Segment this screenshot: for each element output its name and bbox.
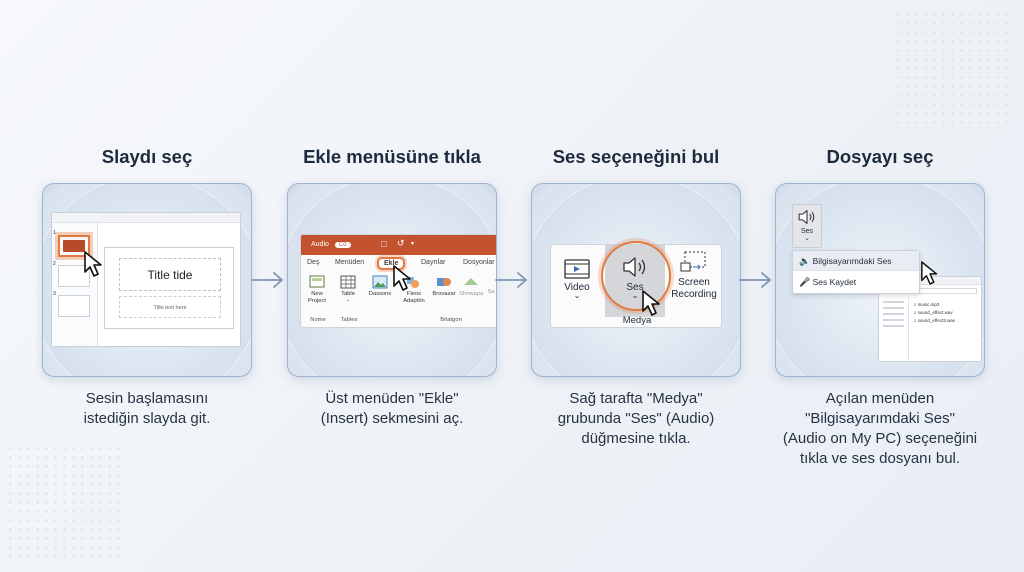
ribbon-body: New Project Table ⌄ Dassons Fleos Adaptö… <box>301 271 496 327</box>
step-description: Sesin başlamasını istediğin slayda git. <box>83 390 211 427</box>
slide-canvas[interactable]: Title tide Title text here <box>104 247 234 329</box>
window-titlebar <box>52 213 240 223</box>
step-panel: 1 2 3 Title tide Title text here <box>42 183 252 377</box>
music-file-icon: ♫ <box>913 302 917 307</box>
thumb-number: 2 <box>53 261 56 267</box>
slide-thumbnail[interactable] <box>58 265 90 287</box>
menu-item-audio-on-pc[interactable]: 🔈 Bilgisayarımdaki Ses <box>793 251 919 271</box>
file-list: ♫ music.mp3 ♫ sound_effect.wav ♫ sound_e… <box>913 301 955 325</box>
slide-thumbnail-selected[interactable] <box>55 232 93 260</box>
tab-files[interactable]: Dosyonlar <box>463 259 495 266</box>
step-panel: Ses ⌄ ♫ music.mp3 ♫ sound_effect.wav ♫ s… <box>775 183 985 377</box>
group-label: Nome <box>310 317 326 323</box>
step-description: Sağ tarafta "Medya" grubunda "Ses" (Audi… <box>557 390 715 447</box>
arrow-right-icon <box>495 272 528 288</box>
video-button[interactable]: Video ⌄ <box>559 259 595 300</box>
music-file-icon: ♫ <box>913 310 917 315</box>
audio-button[interactable]: Ses ⌄ <box>617 255 653 300</box>
tab-design[interactable]: Dayrılar <box>421 259 446 266</box>
step-title: Ekle menüsüne tıkla <box>303 146 481 167</box>
autosave-toggle[interactable]: Co <box>334 242 351 248</box>
slide-subtitle-placeholder[interactable]: Title text here <box>119 296 221 318</box>
menu-item-record-audio[interactable]: 🎤 Ses Kaydet <box>799 277 857 287</box>
slide-thumbnail[interactable] <box>58 295 90 317</box>
step-title: Dosyayı seç <box>826 146 934 167</box>
new-slide-icon <box>309 275 325 288</box>
table-button[interactable]: Table ⌄ <box>337 275 359 303</box>
slide-editor-window: 1 2 3 Title tide Title text here <box>51 212 241 347</box>
mouse-cursor-icon <box>393 265 411 291</box>
speaker-icon <box>623 257 646 277</box>
group-label: Tables <box>340 317 358 323</box>
shapes-icon <box>407 277 419 288</box>
step-panel: Audio Co □ ↺ ▾ Deş Menüden Ekle Dayrılar… <box>287 183 497 377</box>
step-title: Ses seçeneğini bul <box>552 146 720 167</box>
arrow-right-icon <box>739 272 772 288</box>
thumb-number: 1 <box>53 230 56 236</box>
video-icon <box>564 259 590 279</box>
tab-insert[interactable]: Ekle <box>377 257 406 270</box>
audio-dropdown-menu: 🔈 Bilgisayarımdaki Ses 🎤 Ses Kaydet <box>792 250 920 294</box>
shapes-button[interactable]: Fleos Adaptön <box>399 275 427 305</box>
smartart-button[interactable]: Showapa <box>459 275 483 297</box>
smartart-icon <box>464 278 478 285</box>
tab-home[interactable]: Deş <box>307 259 320 266</box>
screen-recording-button[interactable]: Screen Recording <box>667 251 721 301</box>
step-title: Slaydı seç <box>101 146 193 167</box>
file-item[interactable]: ♫ music.mp3 <box>913 302 940 307</box>
table-icon <box>340 275 356 289</box>
file-item[interactable]: ♫ sound_effect.wav <box>913 310 953 315</box>
screen-recording-icon <box>680 251 706 272</box>
highlight-ring <box>601 241 671 311</box>
decor-dots <box>894 10 1014 130</box>
ribbon-tabs: Deş Menüden Ekle Dayrılar Dosyonlar <box>301 255 496 270</box>
step-description: Üst menüden "Ekle" (Insert) sekmesini aç… <box>320 390 464 427</box>
group-label: Medya <box>622 315 652 326</box>
step-description: Açılan menüden "Bilgisayarımdaki Ses" (A… <box>782 390 978 467</box>
more-button[interactable]: Sa <box>487 289 495 295</box>
mouse-cursor-icon <box>921 261 938 285</box>
undo-icon[interactable]: ↺ <box>397 238 405 248</box>
microphone-icon: 🎤 <box>799 277 811 287</box>
icons-icon <box>437 278 451 286</box>
ribbon-titlebar: Audio Co □ ↺ ▾ <box>301 235 496 255</box>
audio-button[interactable]: Ses ⌄ <box>792 204 822 248</box>
save-icon[interactable]: □ <box>381 239 387 249</box>
tab-menu[interactable]: Menüden <box>335 259 365 266</box>
speaker-icon: 🔈 <box>799 256 811 266</box>
mouse-cursor-icon <box>84 251 102 277</box>
new-project-button[interactable]: New Project <box>304 275 330 305</box>
chevron-down-icon[interactable]: ▾ <box>411 241 415 247</box>
arrow-right-icon <box>251 272 284 288</box>
picture-icon <box>372 275 388 289</box>
speaker-icon <box>798 210 815 224</box>
music-file-icon: ♫ <box>913 318 917 323</box>
slide-thumbnail-pane: 1 2 3 <box>52 223 98 346</box>
slide-title-placeholder[interactable]: Title tide <box>119 258 221 291</box>
nav-pane <box>879 297 909 361</box>
media-group: Video ⌄ Ses ⌄ Screen Recording Medya <box>550 241 722 328</box>
ribbon-app-label: Audio <box>311 241 329 248</box>
pictures-button[interactable]: Dassons <box>367 275 393 297</box>
step-panel: Video ⌄ Ses ⌄ Screen Recording Medya <box>531 183 741 377</box>
decor-dots <box>6 444 126 564</box>
thumb-number: 3 <box>53 291 56 297</box>
group-label: Brlatgon <box>440 317 462 323</box>
file-item[interactable]: ♫ sound_effect3.wav <box>913 318 956 323</box>
mouse-cursor-icon <box>642 290 660 316</box>
icons-button[interactable]: Brovazar <box>431 275 457 297</box>
